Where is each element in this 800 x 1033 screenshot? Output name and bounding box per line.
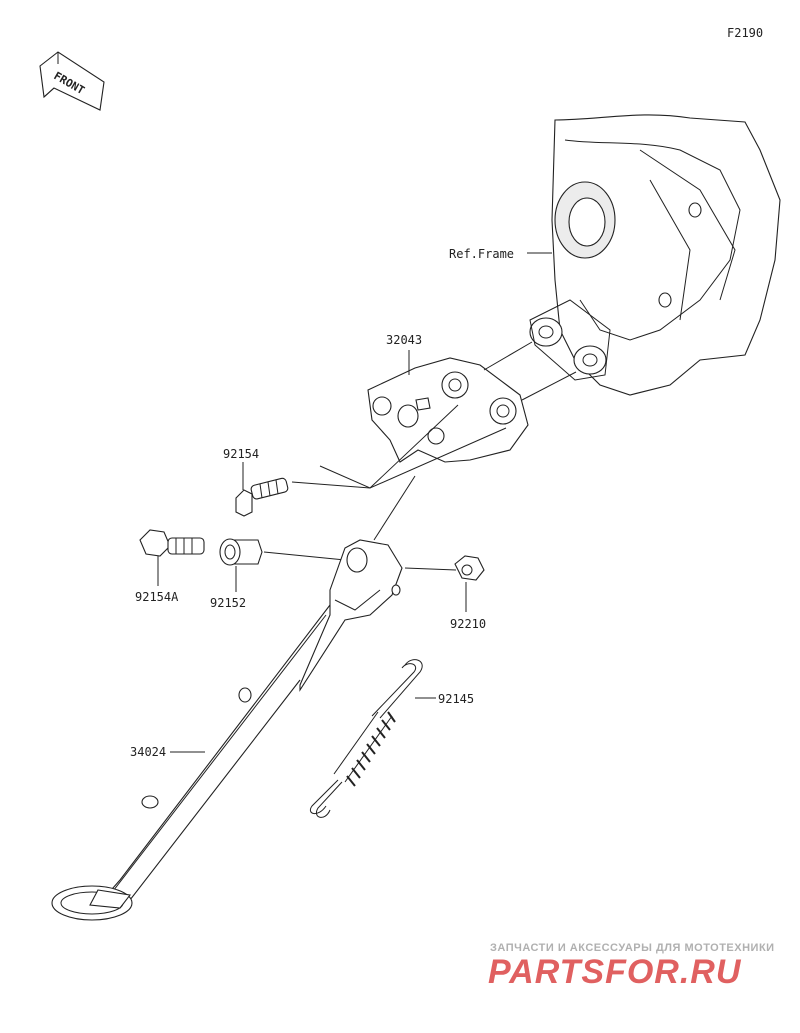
align-line-stand-bracket	[373, 475, 416, 541]
label-34024: 34024	[130, 745, 166, 759]
align-line-lower	[521, 371, 577, 401]
part-92154A-bolt	[139, 529, 205, 557]
part-34024-side-stand	[51, 539, 403, 921]
label-92210: 92210	[450, 617, 486, 631]
front-arrow-icon: FRONT	[39, 51, 105, 111]
align-line-collar	[263, 551, 346, 561]
watermark-tagline: ЗАПЧАСТИ И АКСЕССУАРЫ ДЛЯ МОТОТЕХНИКИ	[490, 942, 775, 954]
align-line-nut	[404, 567, 457, 571]
part-32043-bracket	[367, 357, 529, 463]
label-92145: 92145	[438, 692, 474, 706]
label-92154A: 92154A	[135, 590, 179, 604]
label-92152: 92152	[210, 596, 246, 610]
part-92154-bolt	[235, 477, 289, 517]
watermark-brand: PARTSFOR.RU	[488, 953, 742, 991]
label-32043: 32043	[386, 333, 422, 347]
align-line-bolt-b	[319, 427, 507, 489]
part-92210-nut	[454, 555, 485, 581]
align-line-upper	[483, 341, 533, 371]
part-92152-collar	[219, 538, 263, 566]
label-92154: 92154	[223, 447, 259, 461]
figure-code: F2190	[727, 26, 763, 40]
part-92145-spring	[310, 659, 423, 818]
label-ref-frame: Ref.Frame	[449, 247, 514, 261]
ref-frame-part	[529, 114, 781, 396]
